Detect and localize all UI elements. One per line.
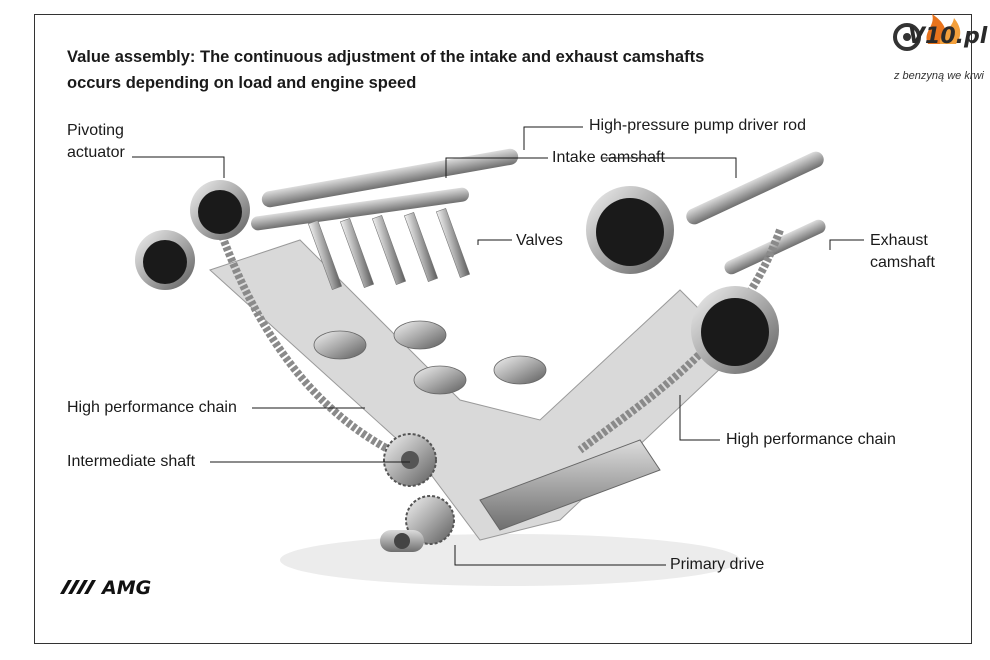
label-exhaust-camshaft: Exhaust camshaft xyxy=(870,230,935,274)
amg-logo-text: AMG xyxy=(100,577,151,598)
label-exhaust-line-2: camshaft xyxy=(870,254,935,271)
cam-adjusters-shape xyxy=(135,180,779,374)
title-line-2: occurs depending on load and engine spee… xyxy=(67,74,417,92)
flame-icon xyxy=(926,14,961,44)
v10-tagline: z benzyną we krwi xyxy=(894,70,984,82)
label-pivoting-line-1: Pivoting xyxy=(67,122,124,139)
title-line-1: Value assembly: The continuous adjustmen… xyxy=(67,48,705,66)
label-primary-drive: Primary drive xyxy=(670,556,765,573)
chain-left-shape xyxy=(216,228,412,464)
tire-icon xyxy=(893,23,921,51)
v10-watermark: V10.pl z benzyną we krwi xyxy=(888,8,988,88)
label-pivoting-actuator: Pivoting actuator xyxy=(67,120,125,164)
valves-shape xyxy=(307,208,471,290)
label-pump-rod: High-pressure pump driver rod xyxy=(589,117,806,134)
primary-drive-shape xyxy=(380,495,455,552)
diagram-title: Value assembly: The continuous adjustmen… xyxy=(67,44,704,96)
label-chain-left: High performance chain xyxy=(67,399,237,416)
exhaust-camshaft-shape xyxy=(686,151,826,275)
amg-logo: AMG xyxy=(60,577,151,598)
chain-right-shape xyxy=(577,228,784,454)
crankshaft-shape xyxy=(479,439,661,531)
v10-brand: V10.pl xyxy=(908,24,988,49)
intake-camshaft-shape xyxy=(251,148,519,231)
pistons-shape xyxy=(313,320,547,395)
label-pivoting-line-2: actuator xyxy=(67,144,125,161)
label-exhaust-line-1: Exhaust xyxy=(870,232,928,249)
label-intake-camshaft: Intake camshaft xyxy=(552,149,665,166)
label-chain-right: High performance chain xyxy=(726,431,896,448)
label-valves: Valves xyxy=(516,232,563,249)
engine-illustration xyxy=(135,148,826,586)
intermediate-shaft-shape xyxy=(383,433,437,487)
diagram-frame xyxy=(34,14,972,644)
label-intermediate-shaft: Intermediate shaft xyxy=(67,453,196,470)
